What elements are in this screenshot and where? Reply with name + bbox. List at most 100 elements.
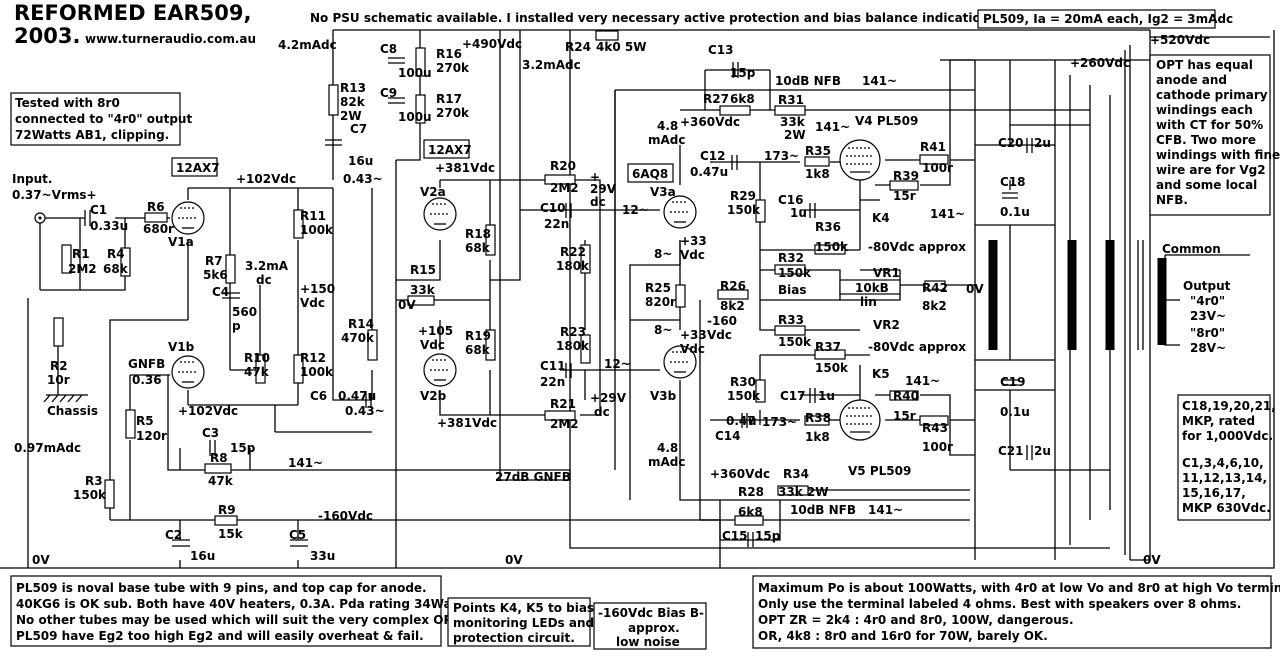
label: Common bbox=[1162, 242, 1221, 256]
capacitor-c9 bbox=[388, 97, 405, 104]
label: 10dB NFB bbox=[790, 503, 856, 517]
label: 4.8 bbox=[657, 441, 678, 455]
bias-supply-box: -160Vdc Bias B- approx. low noise bbox=[593, 602, 707, 650]
label: V4 PL509 bbox=[855, 114, 918, 128]
resistor-r12 bbox=[293, 354, 304, 384]
resistor-r23 bbox=[580, 334, 591, 364]
label: C15 bbox=[722, 529, 748, 543]
capacitor-c16 bbox=[809, 203, 816, 218]
resistor-r9 bbox=[214, 515, 238, 526]
label: +105 bbox=[418, 324, 453, 338]
resistor-r21 bbox=[544, 410, 576, 421]
resistor-r28 bbox=[734, 515, 764, 526]
resistor-r1 bbox=[61, 244, 72, 274]
header-note: No PSU schematic available. I installed … bbox=[310, 11, 994, 25]
capacitor-c5 bbox=[290, 539, 308, 547]
label: R23 bbox=[560, 325, 586, 339]
capacitor-c14 bbox=[741, 413, 748, 428]
opt-note-line: anode and bbox=[1156, 73, 1227, 87]
resistor-r17 bbox=[415, 94, 426, 124]
capacitor-c7 bbox=[325, 139, 342, 146]
resistor-r34 bbox=[777, 485, 809, 496]
label: R7 bbox=[205, 254, 223, 268]
label: R15 bbox=[410, 263, 436, 277]
label: +102Vdc bbox=[178, 404, 238, 418]
capacitor-c20 bbox=[1026, 138, 1033, 153]
label: R26 bbox=[720, 279, 746, 293]
label: 0V bbox=[32, 553, 50, 567]
label: C14 bbox=[715, 429, 741, 443]
label: -160Vdc bbox=[318, 509, 373, 523]
label: Chassis bbox=[47, 404, 98, 418]
label: dc bbox=[256, 273, 272, 287]
label: 8~ bbox=[654, 323, 672, 337]
label: p bbox=[232, 319, 241, 333]
label: V3a bbox=[650, 185, 676, 199]
label: 3.2mA bbox=[245, 259, 289, 273]
label: K5 bbox=[872, 367, 890, 381]
points-box: Points K4, K5 to bias monitoring LEDs an… bbox=[447, 597, 594, 647]
resistor-r25 bbox=[675, 284, 686, 308]
label: V5 PL509 bbox=[848, 464, 911, 478]
resistor-r15 bbox=[407, 295, 435, 306]
cap-note-line: C1,3,4,6,10, bbox=[1182, 456, 1264, 470]
note-line: 40KG6 is OK sub. Both have 40V heaters, … bbox=[16, 597, 475, 611]
resistor-r32 bbox=[774, 264, 806, 275]
title-line1: REFORMED EAR509, bbox=[14, 1, 251, 25]
opt-note-line: CFB. Two more bbox=[1156, 133, 1256, 147]
tube-v5 bbox=[839, 399, 881, 441]
capacitor-c21 bbox=[1026, 445, 1033, 460]
label: R9 bbox=[218, 503, 236, 517]
cap-note-line: MKP, rated bbox=[1182, 414, 1255, 428]
cap-note-line: 11,12,13,14, bbox=[1182, 471, 1267, 485]
label: 8~ bbox=[654, 247, 672, 261]
label: R43 bbox=[922, 421, 948, 435]
label: R35 bbox=[805, 144, 831, 158]
label: R22 bbox=[560, 245, 586, 259]
label: C2 bbox=[165, 528, 182, 542]
label: 150k bbox=[778, 266, 812, 280]
label: +381Vdc bbox=[437, 416, 497, 430]
label: R5 bbox=[136, 414, 154, 428]
label: 270k bbox=[436, 61, 470, 75]
label: 150k bbox=[727, 389, 761, 403]
label: 560 bbox=[232, 305, 257, 319]
bias-line: approx. bbox=[628, 621, 680, 635]
chassis-ground bbox=[43, 346, 88, 403]
label: 33k bbox=[410, 283, 436, 297]
label: 3.2mAdc bbox=[522, 58, 581, 72]
label: VR1 bbox=[873, 266, 900, 280]
opt-note-line: with CT for 50% bbox=[1156, 118, 1263, 132]
label: R42 bbox=[922, 281, 948, 295]
resistor-r38 bbox=[804, 415, 830, 426]
tested-box: Tested with 8r0 connected to "4r0" outpu… bbox=[10, 92, 192, 146]
label: 141~ bbox=[815, 120, 850, 134]
label: 820r bbox=[645, 295, 676, 309]
opt-note: OPT has equal anode and cathode primary … bbox=[1149, 54, 1280, 216]
resistor-r7 bbox=[225, 254, 236, 284]
label: +29V bbox=[590, 391, 627, 405]
label: 29V bbox=[590, 182, 617, 196]
label: C18 bbox=[1000, 175, 1026, 189]
label: 120r bbox=[136, 429, 167, 443]
label: +381Vdc bbox=[435, 161, 495, 175]
tube-type-6aq8: 6AQ8 bbox=[632, 167, 668, 181]
note-line: No other tubes may be used which will su… bbox=[16, 613, 463, 627]
resistor-r8 bbox=[204, 463, 232, 474]
capacitor-c3 bbox=[209, 440, 216, 456]
label: 15p bbox=[230, 441, 256, 455]
capacitor-c13 bbox=[732, 62, 739, 78]
tested-line: Tested with 8r0 bbox=[15, 96, 120, 110]
tube-v1b bbox=[171, 355, 205, 389]
label: 0.43~ bbox=[345, 404, 385, 418]
capacitor-c17 bbox=[809, 388, 816, 403]
label: dc bbox=[590, 195, 606, 209]
label: V1a bbox=[168, 235, 194, 249]
resistor-r13 bbox=[328, 84, 339, 116]
label: Vdc bbox=[707, 328, 732, 342]
label: Vdc bbox=[680, 248, 705, 262]
bias-line: low noise bbox=[616, 635, 680, 649]
label: 2u bbox=[1034, 444, 1051, 458]
label: +33 bbox=[680, 234, 707, 248]
label: R12 bbox=[300, 351, 326, 365]
